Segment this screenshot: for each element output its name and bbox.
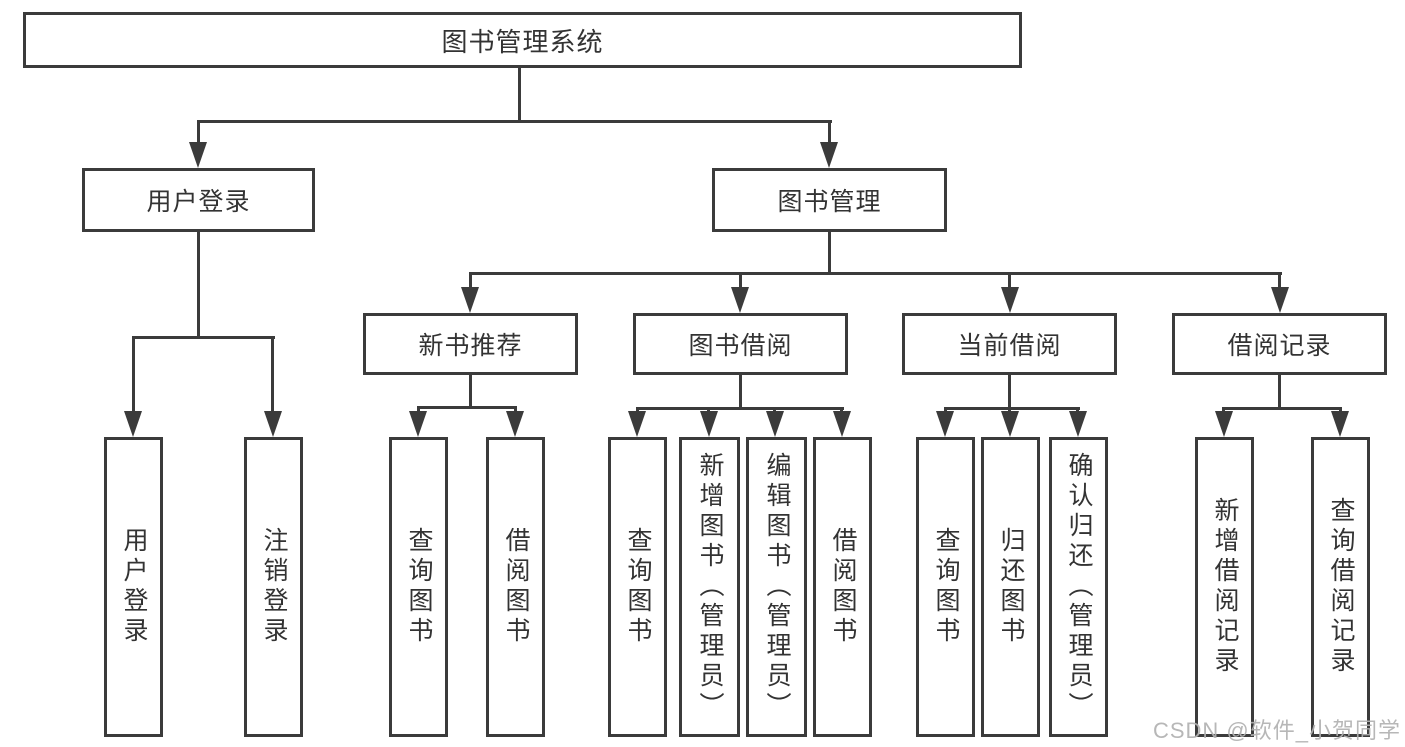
arrowhead-down-icon: [1001, 287, 1019, 313]
arrowhead-down-icon: [1215, 411, 1233, 437]
leaf-confirm-return-admin: 确认归还（管理员）: [1049, 437, 1108, 737]
arrowhead-down-icon: [409, 411, 427, 437]
connector-line: [132, 336, 275, 339]
leaf-query-books-recommend: 查询图书: [389, 437, 448, 737]
connector-line: [469, 275, 472, 289]
leaf-user-login: 用户登录: [104, 437, 163, 737]
connector-line: [469, 272, 1282, 275]
arrowhead-down-icon: [833, 411, 851, 437]
leaf-query-books-current: 查询图书: [916, 437, 975, 737]
node-current-borrow: 当前借阅: [902, 313, 1117, 375]
arrowhead-down-icon: [731, 287, 749, 313]
node-book-borrow: 图书借阅: [633, 313, 848, 375]
arrowhead-down-icon: [766, 411, 784, 437]
connector-line: [739, 375, 742, 407]
arrowhead-down-icon: [506, 411, 524, 437]
leaf-add-borrow-record: 新增借阅记录: [1195, 437, 1254, 737]
csdn-watermark: CSDN @软件_小贺同学: [1152, 718, 1401, 743]
connector-line: [197, 123, 200, 145]
arrowhead-down-icon: [936, 411, 954, 437]
node-user-login: 用户登录: [82, 168, 315, 232]
connector-line: [1278, 375, 1281, 407]
arrowhead-down-icon: [1331, 411, 1349, 437]
node-library-management-system: 图书管理系统: [23, 12, 1022, 68]
leaf-query-borrow-record: 查询借阅记录: [1311, 437, 1370, 737]
connector-line: [828, 123, 831, 145]
arrowhead-down-icon: [1001, 411, 1019, 437]
leaf-edit-book-admin: 编辑图书（管理员）: [746, 437, 807, 737]
connector-line: [739, 275, 742, 289]
connector-line: [1008, 375, 1011, 407]
leaf-return-book: 归还图书: [981, 437, 1040, 737]
connector-line: [636, 407, 844, 410]
connector-line: [1222, 407, 1342, 410]
leaf-add-book-admin: 新增图书（管理员）: [679, 437, 740, 737]
connector-line: [417, 406, 517, 409]
connector-line: [1278, 275, 1281, 289]
node-book-management: 图书管理: [712, 168, 947, 232]
arrowhead-down-icon: [1271, 287, 1289, 313]
arrowhead-down-icon: [628, 411, 646, 437]
leaf-logout: 注销登录: [244, 437, 303, 737]
leaf-query-books-borrow: 查询图书: [608, 437, 667, 737]
arrowhead-down-icon: [820, 142, 838, 168]
connector-line: [197, 232, 200, 336]
connector-line: [132, 339, 135, 413]
node-new-book-recommend: 新书推荐: [363, 313, 578, 375]
connector-line: [944, 407, 1080, 410]
node-borrow-records: 借阅记录: [1172, 313, 1387, 375]
connector-line: [271, 339, 274, 413]
connector-line: [1008, 275, 1011, 289]
leaf-borrow-books-recommend: 借阅图书: [486, 437, 545, 737]
arrowhead-down-icon: [700, 411, 718, 437]
connector-line: [197, 120, 832, 123]
arrowhead-down-icon: [264, 411, 282, 437]
arrowhead-down-icon: [1069, 411, 1087, 437]
leaf-borrow-book: 借阅图书: [813, 437, 872, 737]
connector-line: [828, 232, 831, 272]
arrowhead-down-icon: [124, 411, 142, 437]
arrowhead-down-icon: [189, 142, 207, 168]
connector-line: [518, 68, 521, 120]
arrowhead-down-icon: [461, 287, 479, 313]
connector-line: [469, 375, 472, 406]
